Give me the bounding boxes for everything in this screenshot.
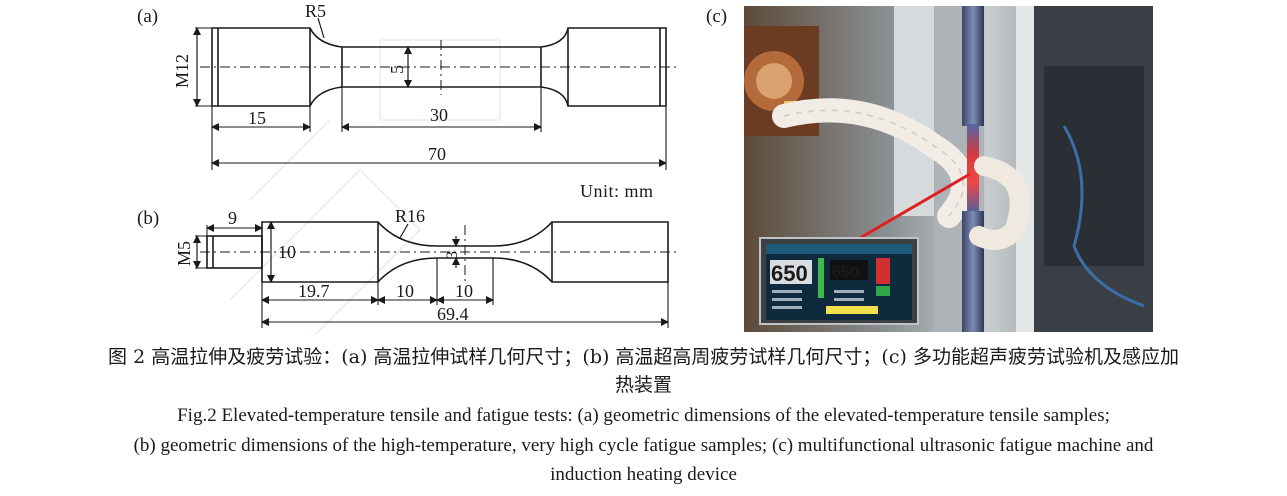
- total-length-b-label: 69.4: [437, 304, 469, 324]
- caption-cn-line2: 热装置: [614, 374, 672, 396]
- r5-leader: [317, 17, 325, 39]
- gauge-dia-b-label: 3: [444, 251, 461, 259]
- tensile-centerlines: [200, 40, 680, 95]
- r16-leader: [399, 223, 409, 239]
- panel-c-label: (c): [706, 6, 728, 27]
- machine-photo: 650 650: [744, 6, 1153, 332]
- total-length-label: 70: [428, 144, 446, 164]
- fatigue-dim-lines: [261, 258, 669, 328]
- caption-en-line2: (b) geometric dimensions of the high-tem…: [133, 435, 1154, 456]
- fatigue-centerlines: [200, 225, 678, 285]
- panel-b-label: (b): [137, 208, 160, 229]
- gauge-length-label: 30: [430, 105, 448, 125]
- gauge-dia-label: 5: [387, 65, 407, 74]
- r5-label: R5: [305, 1, 326, 21]
- grip-dia-label: 10: [278, 242, 296, 262]
- unit-label: Unit: mm: [580, 181, 654, 201]
- screen-value-right: 650: [832, 264, 859, 281]
- trans-length-label: 10: [396, 281, 414, 301]
- grip-length-b-label: 19.7: [298, 281, 330, 301]
- gauge-length-b-label: 10: [455, 281, 473, 301]
- panel-a-label: (a): [137, 6, 159, 27]
- m5-label: M5: [174, 241, 194, 266]
- caption-en-line3: induction heating device: [550, 464, 737, 485]
- screen-value-left: 650: [771, 261, 808, 286]
- m12-label: M12: [172, 54, 192, 88]
- specimen-drawings: R5 M12 5 15 30 70 R16 M5 9 10: [172, 1, 680, 335]
- caption-en-line1: Fig.2 Elevated-temperature tensile and f…: [177, 405, 1110, 426]
- r16-label: R16: [395, 206, 425, 226]
- thread-length-label: 9: [228, 208, 237, 228]
- photo-drawing: 650 650: [744, 6, 1153, 332]
- tensile-dim-lines: [211, 87, 667, 170]
- grip-length-label: 15: [248, 108, 266, 128]
- caption-cn-line1: 图 2 高温拉伸及疲劳试验：(a) 高温拉伸试样几何尺寸；(b) 高温超高周疲劳…: [108, 346, 1179, 368]
